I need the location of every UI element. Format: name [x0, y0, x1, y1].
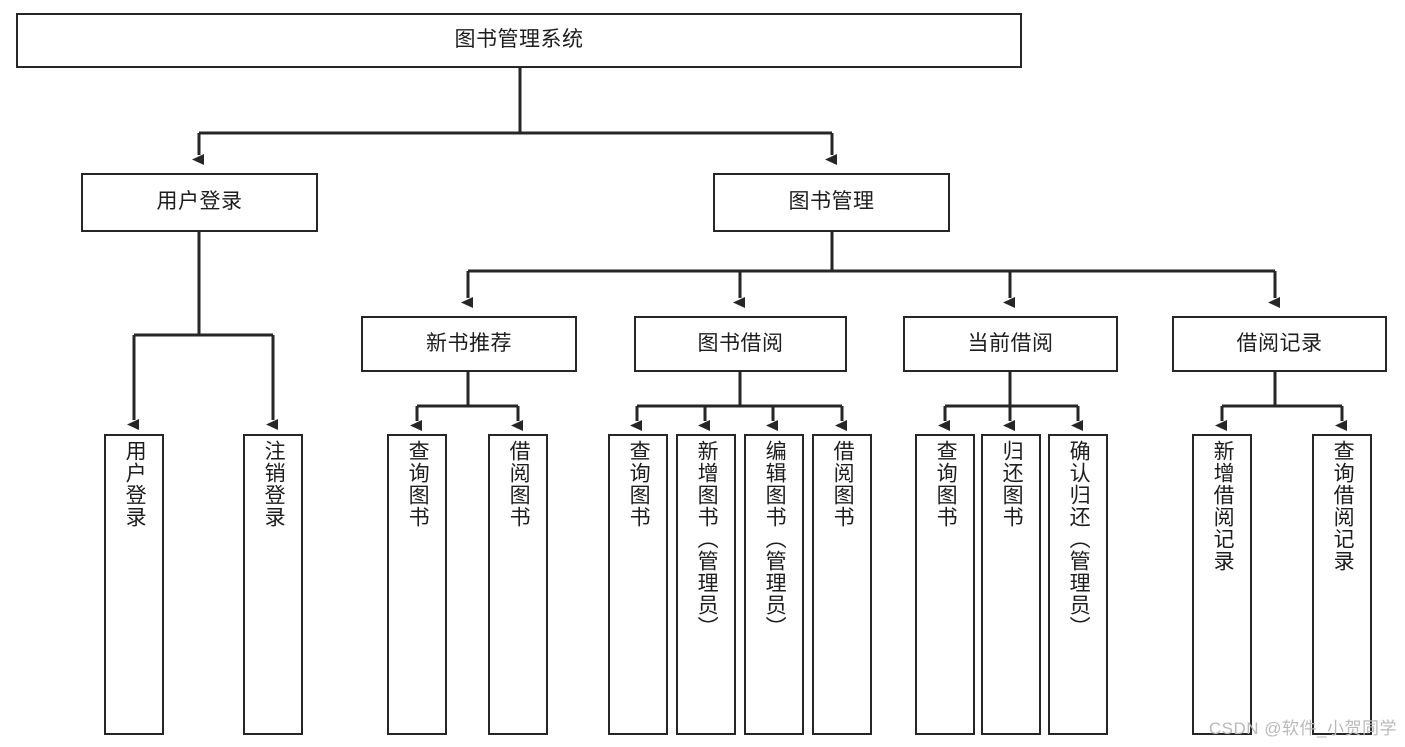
leaf-return-book[interactable]: 归还图书	[981, 434, 1041, 735]
leaf-query-book-current[interactable]: 查询图书	[915, 434, 975, 735]
node-new-book-recommend[interactable]: 新书推荐	[361, 316, 577, 372]
node-borrow-record[interactable]: 借阅记录	[1172, 316, 1387, 372]
node-label: 借阅记录	[1236, 331, 1323, 355]
node-label: 图书借阅	[697, 331, 784, 355]
node-label: 查询借阅记录	[1331, 440, 1355, 572]
leaf-add-book-admin[interactable]: 新增图书（管理员）	[676, 434, 736, 735]
node-user-login[interactable]: 用户登录	[81, 173, 318, 232]
node-label: 图书管理系统	[454, 28, 584, 52]
node-root-book-management-system[interactable]: 图书管理系统	[16, 13, 1022, 68]
node-book-management[interactable]: 图书管理	[713, 173, 950, 232]
leaf-query-book-recommend[interactable]: 查询图书	[387, 434, 447, 735]
node-label: 新增借阅记录	[1211, 440, 1235, 572]
node-label: 借阅图书	[507, 440, 531, 528]
node-label: 用户登录	[123, 440, 147, 528]
leaf-edit-book-admin[interactable]: 编辑图书（管理员）	[744, 434, 804, 735]
leaf-query-borrow-record[interactable]: 查询借阅记录	[1312, 434, 1372, 735]
node-label: 新增图书（管理员）	[695, 440, 719, 638]
node-book-borrow[interactable]: 图书借阅	[634, 316, 847, 372]
node-label: 图书管理	[788, 190, 875, 214]
node-label: 新书推荐	[426, 331, 512, 355]
node-label: 注销登录	[262, 440, 286, 528]
node-current-borrow[interactable]: 当前借阅	[903, 316, 1118, 372]
node-label: 当前借阅	[967, 331, 1054, 355]
leaf-logout-login[interactable]: 注销登录	[243, 434, 303, 735]
node-label: 查询图书	[934, 440, 958, 528]
node-label: 归还图书	[1000, 440, 1024, 528]
leaf-confirm-return-admin[interactable]: 确认归还（管理员）	[1048, 434, 1108, 735]
node-label: 查询图书	[406, 440, 430, 528]
node-label: 借阅图书	[831, 440, 855, 528]
leaf-borrow-book-borrow[interactable]: 借阅图书	[812, 434, 872, 735]
leaf-query-book-borrow[interactable]: 查询图书	[608, 434, 668, 735]
leaf-user-login[interactable]: 用户登录	[104, 434, 164, 735]
leaf-add-borrow-record[interactable]: 新增借阅记录	[1192, 434, 1252, 735]
node-label: 查询图书	[627, 440, 651, 528]
watermark-text: CSDN @软件_小贺同学	[1208, 719, 1397, 738]
node-label: 确认归还（管理员）	[1067, 440, 1091, 638]
node-label: 用户登录	[156, 190, 243, 214]
leaf-borrow-book-recommend[interactable]: 借阅图书	[488, 434, 548, 735]
node-label: 编辑图书（管理员）	[763, 440, 787, 638]
